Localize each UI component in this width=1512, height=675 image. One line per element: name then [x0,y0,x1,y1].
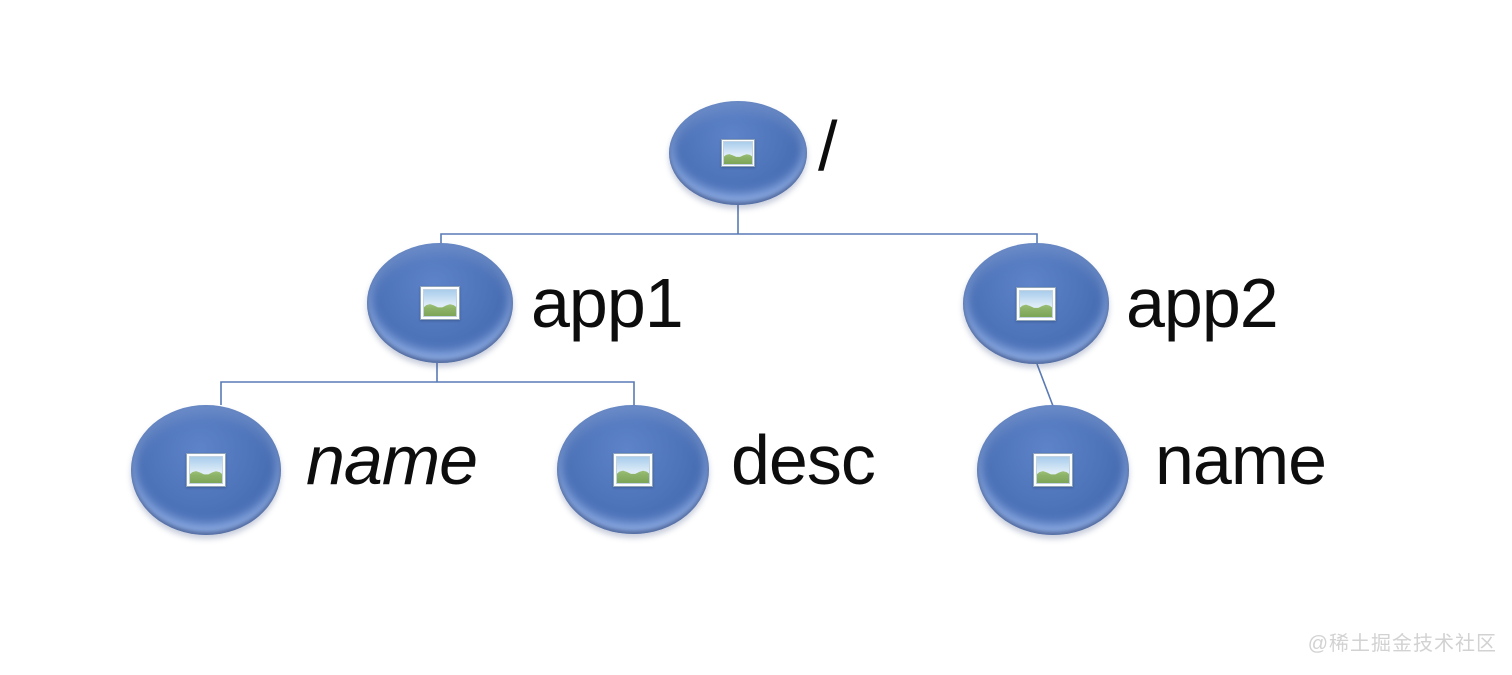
image-icon [613,452,653,487]
node-label-app1: app1 [531,264,684,342]
image-icon-hill [424,304,456,316]
image-icon [721,139,755,167]
image-icon-hill [190,471,222,483]
tree-node-app1-desc [557,405,709,534]
connector-app1-to-children [220,363,635,405]
image-icon-hill [1037,471,1069,483]
tree-node-app1 [367,243,513,363]
tree-node-app1-name [131,405,281,535]
image-icon-hill [617,470,649,483]
image-icon-sky [423,289,457,317]
image-icon [1016,286,1056,321]
image-icon-sky [616,455,650,484]
node-label-app2: app2 [1126,264,1279,342]
image-icon-sky [1019,289,1053,318]
tree-node-app2-name [977,405,1129,535]
node-label-root: / [818,107,837,185]
image-icon [420,286,460,320]
tree-node-app2 [963,243,1109,364]
tree-node-root [669,101,807,205]
node-label-app1-name: name [306,421,478,499]
node-label-app1-desc: desc [731,421,876,499]
image-icon-sky [189,456,223,484]
image-icon-sky [1036,456,1070,484]
image-icon-hill [1020,304,1052,317]
connector-app2-to-name [1036,363,1054,407]
image-icon-hill [724,154,752,164]
connector-root-to-children [440,205,1038,247]
image-icon [1033,453,1073,487]
watermark-juejin: @稀土掘金技术社区 [1307,633,1497,655]
image-icon [186,453,226,487]
image-icon-sky [723,141,753,165]
node-label-app2-name: name [1155,421,1327,499]
